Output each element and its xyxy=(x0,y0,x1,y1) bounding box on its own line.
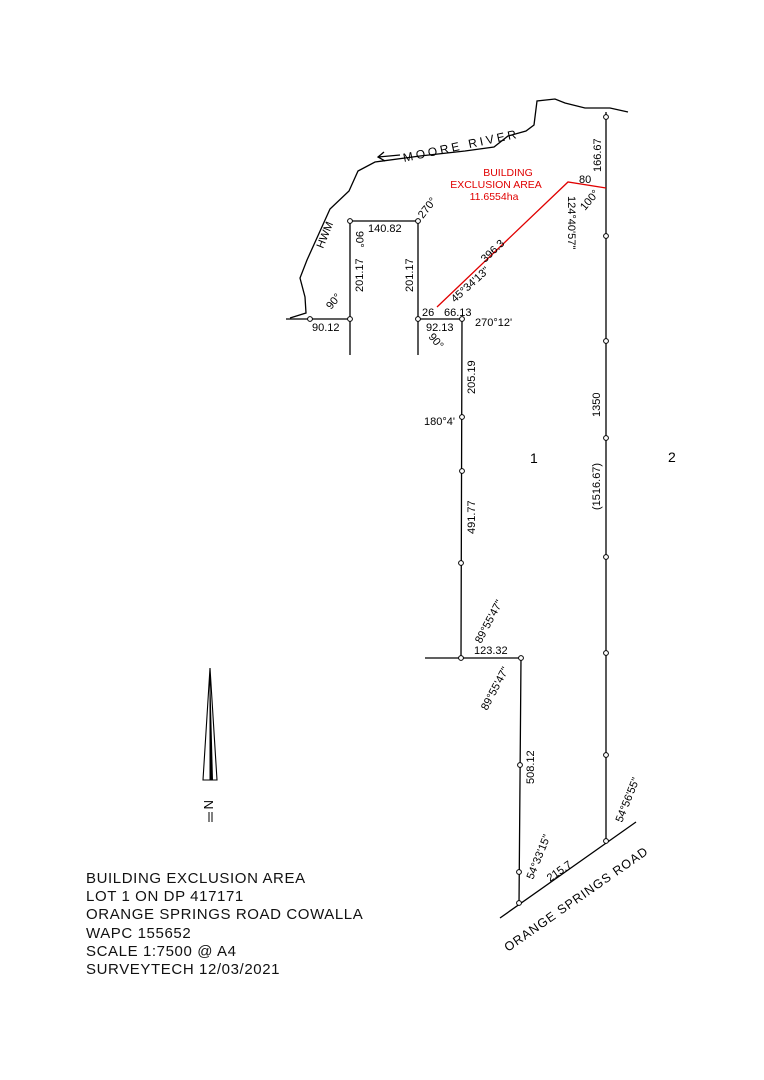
dim-201-17-right: 201.17 xyxy=(404,258,416,292)
angle-270-top: 270° xyxy=(416,196,439,221)
angle-180-4: 180°4' xyxy=(424,416,455,428)
dim-201-17-left: 201.17 xyxy=(354,258,366,292)
exclusion-area-value: 11.6554ha xyxy=(470,191,519,203)
lot-boundaries xyxy=(286,112,637,919)
angle-89-55-47-lower: 89°55'47" xyxy=(479,665,512,712)
title-line-2: LOT 1 ON DP 417171 xyxy=(86,888,244,906)
title-line-5: SCALE 1:7500 @ A4 xyxy=(86,942,237,960)
angle-89-55-47-upper: 89°55'47" xyxy=(473,598,506,645)
north-arrow-label: N xyxy=(201,800,216,809)
angle-90-lower: 90° xyxy=(426,331,446,351)
north-arrow-icon xyxy=(202,667,218,822)
exclusion-boundary xyxy=(436,181,607,308)
dim-396-3: 396.3 xyxy=(479,238,507,266)
exclusion-label-line1: BUILDING xyxy=(483,167,533,179)
angle-54-56-55: 54°56'55" xyxy=(614,776,643,824)
angle-90-upper: 90° xyxy=(353,231,365,248)
dim-1350: 1350 xyxy=(591,393,603,417)
angle-45-34-13: 45°34'13" xyxy=(449,265,492,306)
title-line-3: ORANGE SPRINGS ROAD COWALLA xyxy=(86,906,364,924)
dim-26: 26 xyxy=(422,307,434,319)
river-flow-arrow xyxy=(376,151,401,162)
dim-491-77: 491.77 xyxy=(466,500,478,534)
lot-2-label: 2 xyxy=(668,449,676,465)
title-block: BUILDING EXCLUSION AREA LOT 1 ON DP 4171… xyxy=(86,870,363,979)
river-name-label: MOORE RIVER xyxy=(402,127,521,165)
dim-205-19: 205.19 xyxy=(466,360,478,394)
angle-270-12: 270°12' xyxy=(475,317,512,329)
dim-140-82: 140.82 xyxy=(368,223,402,235)
title-line-1: BUILDING EXCLUSION AREA xyxy=(86,870,306,887)
angle-90-left: 90° xyxy=(324,291,344,311)
dim-508-12: 508.12 xyxy=(525,750,537,784)
lot-1-label: 1 xyxy=(530,450,538,466)
dim-166-67: 166.67 xyxy=(592,138,604,172)
river-bank-line xyxy=(289,98,629,319)
title-line-6: SURVEYTECH 12/03/2021 xyxy=(86,961,281,979)
hwm-label: HWM xyxy=(315,220,336,250)
exclusion-label-line2: EXCLUSION AREA xyxy=(450,179,542,191)
dim-66-13: 66.13 xyxy=(444,307,472,319)
dim-90-12: 90.12 xyxy=(312,322,340,334)
dim-92-13: 92.13 xyxy=(426,322,454,334)
angle-124-40-57: 124°40'57" xyxy=(565,196,577,249)
angle-100: 100° xyxy=(578,188,602,213)
road-name-label: ORANGE SPRINGS ROAD xyxy=(502,844,651,954)
dim-1516-67: (1516.67) xyxy=(591,463,603,510)
survey-marks xyxy=(307,114,609,906)
dim-123-32: 123.32 xyxy=(474,645,508,657)
dim-80: 80 xyxy=(579,174,591,186)
title-line-4: WAPC 155652 xyxy=(86,924,192,942)
dim-215-7: 215.7 xyxy=(545,859,574,885)
